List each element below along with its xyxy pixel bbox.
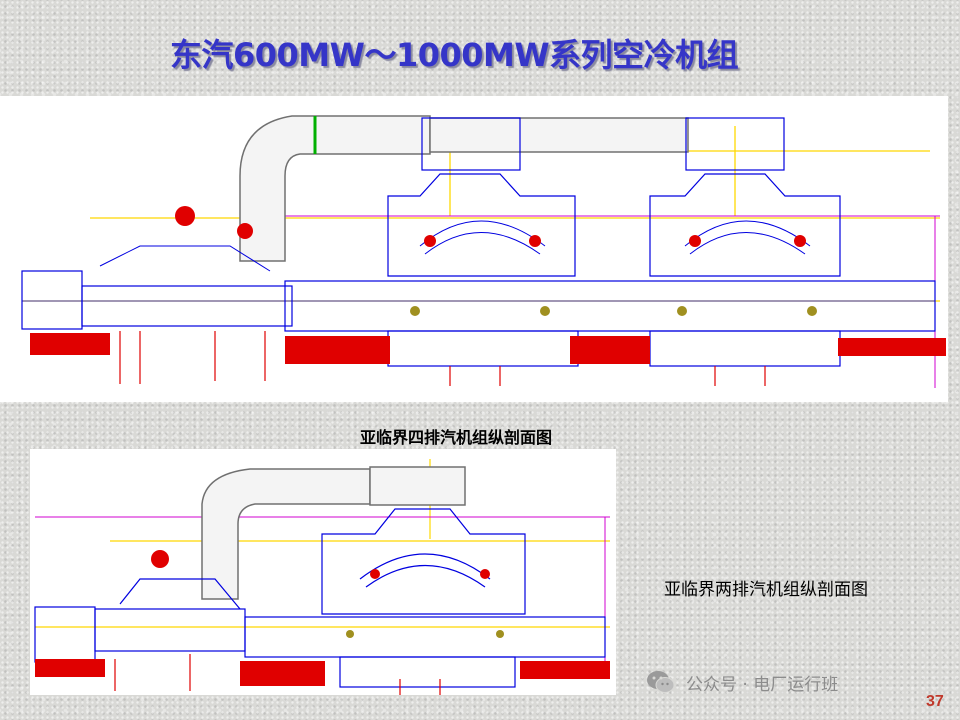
two-exhaust-caption: 亚临界两排汽机组纵剖面图: [664, 580, 868, 600]
four-exhaust-section-drawing: [0, 96, 948, 402]
page-number: 37: [926, 693, 944, 710]
two-exhaust-section-drawing: [30, 449, 616, 695]
wechat-icon: [647, 671, 675, 693]
casing-outlines: [21, 117, 936, 367]
watermark-text: 公众号 · 电厂运行班: [686, 674, 839, 695]
watermark: 公众号 · 电厂运行班: [646, 667, 838, 697]
slide-title: 东汽600MW～1000MW系列空冷机组: [170, 36, 739, 74]
crossover-pipe: [239, 115, 689, 262]
four-exhaust-caption: 亚临界四排汽机组纵剖面图: [360, 428, 553, 447]
blade-rows: [99, 220, 811, 272]
foundation-sections: [30, 206, 946, 364]
turbine-drawing-svg: [0, 96, 948, 402]
crossover-pipe-2: [201, 466, 466, 600]
turbine-drawing-svg-2: [30, 449, 616, 695]
